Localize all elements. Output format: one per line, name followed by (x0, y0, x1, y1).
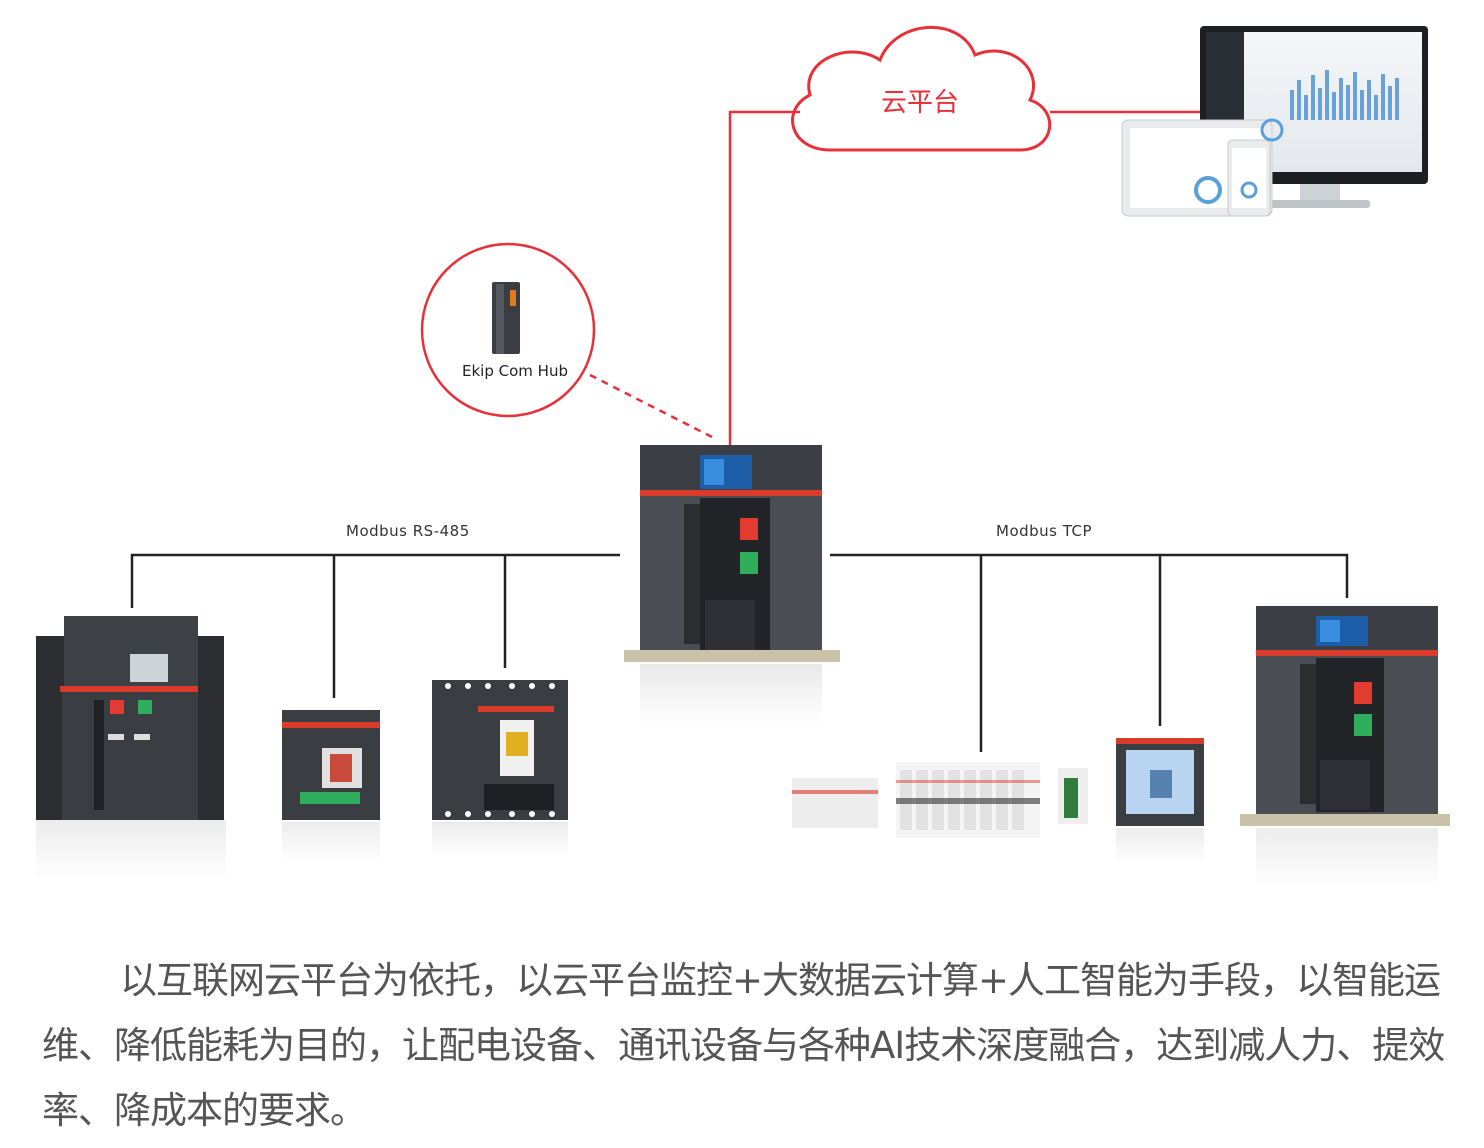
cloud-icon (791, 25, 1052, 152)
left-air-circuit-breaker (36, 616, 226, 880)
molded-case-breaker-small (282, 710, 380, 862)
modbus-bus-lines (130, 553, 1349, 752)
power-meter (1116, 738, 1204, 864)
ekip-com-hub-label: Ekip Com Hub (462, 362, 568, 380)
right-air-circuit-breaker (1240, 606, 1450, 888)
ekip-com-hub-callout (420, 242, 596, 418)
system-architecture-diagram (36, 25, 1450, 888)
dashboard-devices-image (1121, 26, 1428, 217)
modbus-tcp-label: Modbus TCP (996, 522, 1093, 540)
central-air-circuit-breaker (624, 445, 840, 724)
cloud-platform-label: 云平台 (880, 88, 959, 118)
din-rail-modules (792, 762, 1088, 838)
cloud-connection-lines (589, 110, 1200, 490)
caption-paragraph: 以互联网云平台为依托，以云平台监控+大数据云计算+人工智能为手段，以智能运维、降… (42, 959, 1445, 1132)
molded-case-breaker-large (432, 680, 568, 858)
modbus-rs485-label: Modbus RS-485 (346, 522, 470, 540)
